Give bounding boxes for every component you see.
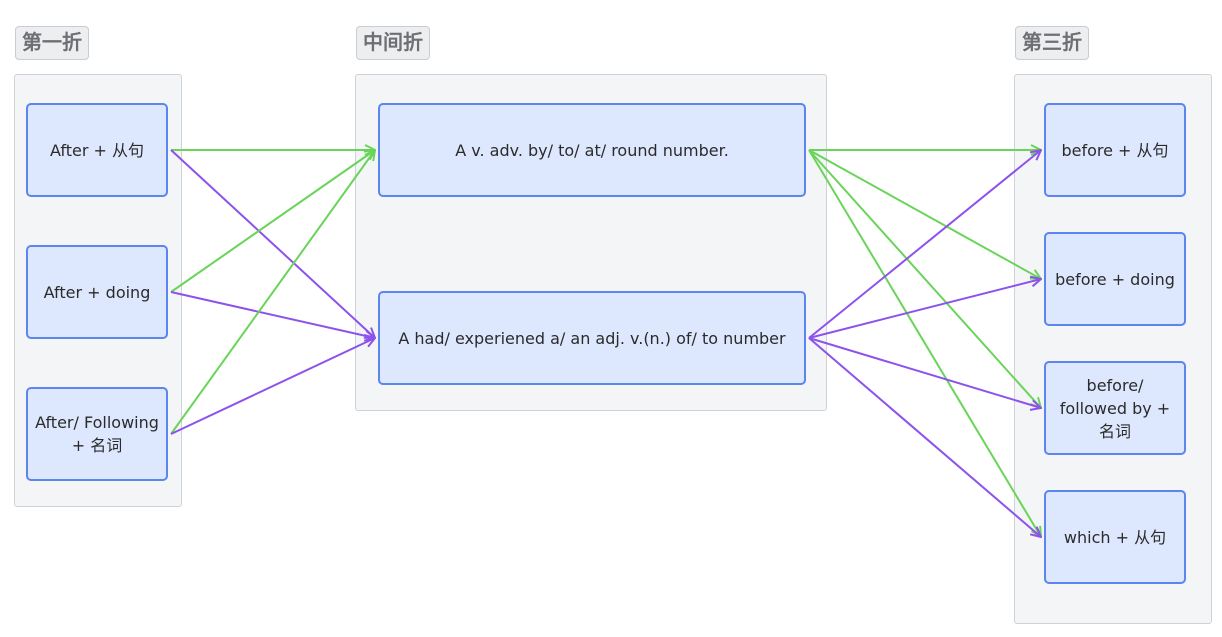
node-label: A had/ experiened a/ an adj. v.(n.) of/ …	[398, 328, 786, 348]
group-title-first-fold: 第一折	[15, 26, 89, 60]
edge-m1-to-r2	[808, 149, 1041, 279]
group-title-middle-fold: 中间折	[356, 26, 430, 60]
edge-m1-to-r3	[808, 149, 1041, 408]
node-after-following-noun[interactable]: After/ Following + 名词	[26, 387, 168, 481]
edge-m2-to-r3	[808, 337, 1041, 408]
edge-m2-to-r1	[808, 150, 1041, 339]
node-before-followed-by-noun[interactable]: before/ followed by + 名词	[1044, 361, 1186, 455]
edge-m2-to-r4	[808, 337, 1041, 537]
node-label: which + 从句	[1063, 527, 1167, 547]
node-label: before + doing	[1055, 269, 1175, 289]
edge-l3-to-m1	[170, 150, 375, 435]
node-middle-pattern-2[interactable]: A had/ experiened a/ an adj. v.(n.) of/ …	[378, 291, 806, 385]
edge-m2-to-r2	[808, 279, 1041, 339]
edge-l3-to-m2	[170, 338, 375, 435]
edge-l1-to-m2	[170, 149, 375, 338]
node-label: After + doing	[43, 282, 151, 302]
edge-l2-to-m1	[170, 150, 375, 293]
edge-l2-to-m2	[170, 291, 375, 338]
node-label: After + 从句	[49, 140, 144, 160]
node-after-doing[interactable]: After + doing	[26, 245, 168, 339]
node-middle-pattern-1[interactable]: A v. adv. by/ to/ at/ round number.	[378, 103, 806, 197]
node-label: before/ followed by + 名词	[1059, 375, 1171, 441]
node-label: After/ Following + 名词	[35, 413, 159, 455]
node-label: A v. adv. by/ to/ at/ round number.	[455, 140, 729, 160]
edge-m1-to-r4	[808, 149, 1041, 537]
node-before-doing[interactable]: before + doing	[1044, 232, 1186, 326]
node-which-clause[interactable]: which + 从句	[1044, 490, 1186, 584]
node-label: before + 从句	[1061, 140, 1169, 160]
node-after-clause[interactable]: After + 从句	[26, 103, 168, 197]
group-title-third-fold: 第三折	[1015, 26, 1089, 60]
node-before-clause[interactable]: before + 从句	[1044, 103, 1186, 197]
